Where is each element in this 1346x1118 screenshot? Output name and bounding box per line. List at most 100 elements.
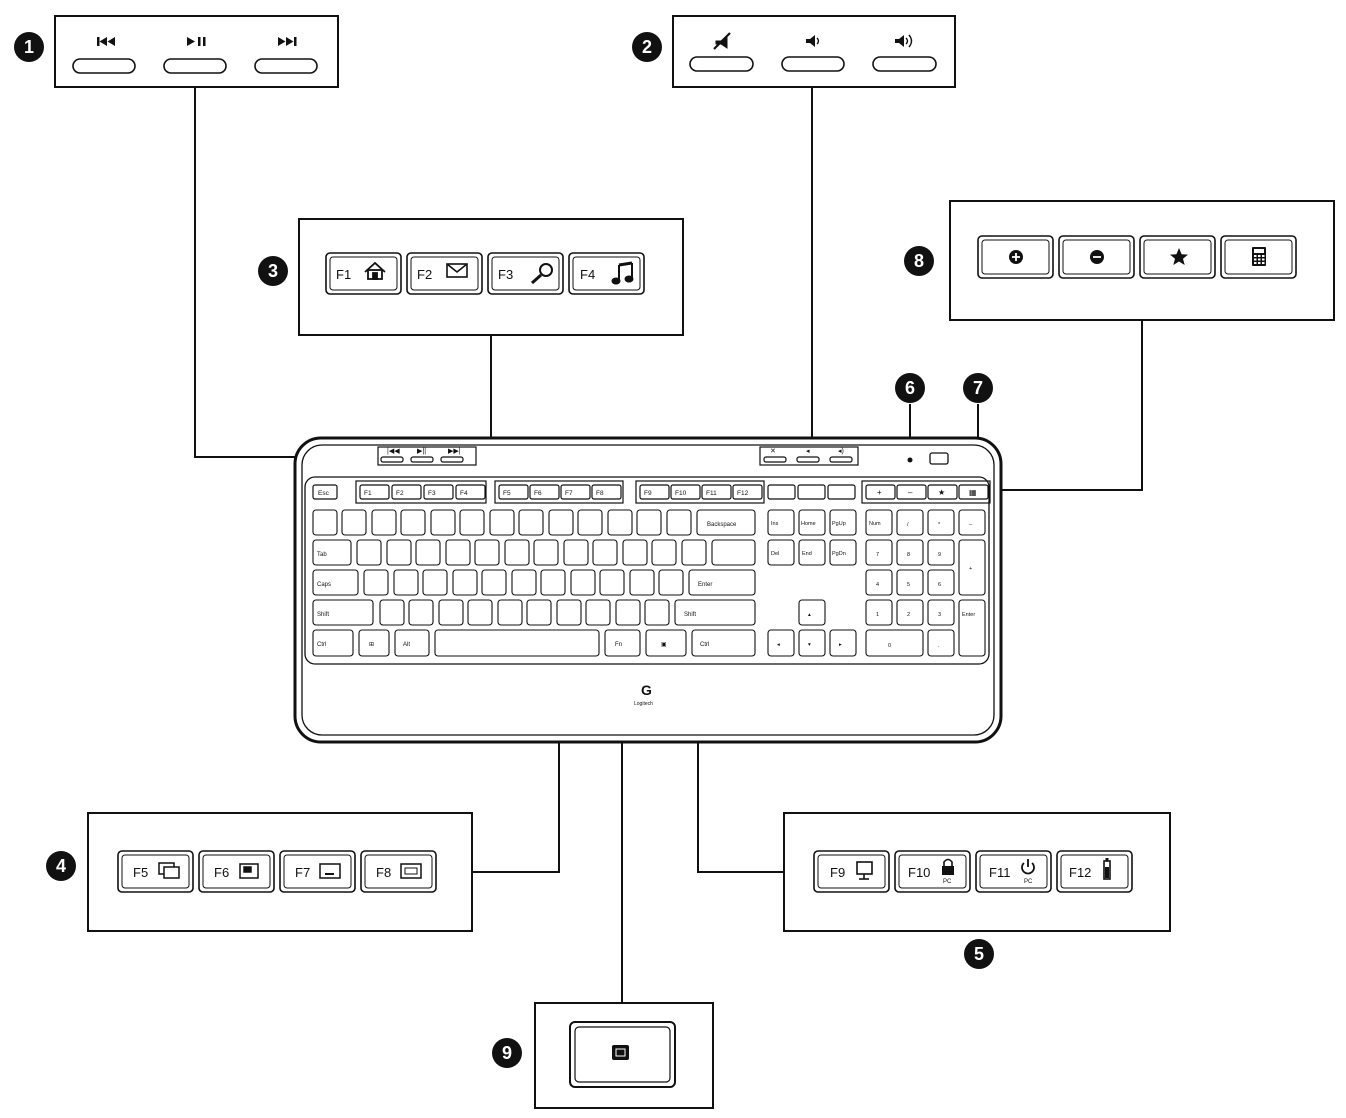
svg-text:–: – <box>969 522 973 528</box>
svg-text:F10: F10 <box>908 865 930 880</box>
connector-8 <box>995 320 1143 491</box>
f10-key[interactable] <box>894 850 971 893</box>
svg-text:7: 7 <box>973 378 983 398</box>
svg-text:F7: F7 <box>295 865 310 880</box>
f6-key[interactable] <box>198 850 275 893</box>
svg-text:F11: F11 <box>706 490 717 497</box>
svg-text:9: 9 <box>938 552 941 558</box>
svg-text:G: G <box>641 682 652 698</box>
svg-text:Ctrl: Ctrl <box>700 642 709 648</box>
svg-text:▦: ▦ <box>969 488 977 497</box>
svg-text:F2: F2 <box>417 267 432 282</box>
calculator-icon <box>1252 247 1266 266</box>
svg-text:▶||: ▶|| <box>417 448 426 455</box>
main-keys <box>312 509 756 657</box>
star-icon <box>1170 248 1188 265</box>
display-icon <box>856 861 873 880</box>
svg-text:F3: F3 <box>428 490 436 497</box>
svg-text:F5: F5 <box>503 490 511 497</box>
svg-text:F5: F5 <box>133 865 148 880</box>
svg-text:▸: ▸ <box>839 642 842 648</box>
svg-text:|◀◀: |◀◀ <box>387 448 400 455</box>
svg-text:2: 2 <box>642 37 652 57</box>
svg-text:Home: Home <box>801 521 816 527</box>
previous-track-key[interactable] <box>72 58 136 74</box>
svg-text:Ins: Ins <box>771 521 779 527</box>
f11-key[interactable] <box>975 850 1052 893</box>
svg-text:9: 9 <box>502 1043 512 1063</box>
svg-text:F12: F12 <box>737 490 749 497</box>
svg-text:Ctrl: Ctrl <box>317 642 326 648</box>
svg-text:F8: F8 <box>376 865 391 880</box>
volume-up-key[interactable] <box>872 56 937 72</box>
volume-down-key[interactable] <box>781 56 845 72</box>
svg-text:✕: ✕ <box>770 448 776 455</box>
f5-key[interactable] <box>117 850 194 893</box>
volume-up-icon <box>895 34 913 48</box>
svg-text:–: – <box>908 488 913 497</box>
next-track-key[interactable] <box>254 58 318 74</box>
svg-text:6: 6 <box>905 378 915 398</box>
keyboard-media-keys <box>377 446 859 466</box>
svg-text:F1: F1 <box>336 267 351 282</box>
svg-text:▾: ▾ <box>808 642 811 648</box>
fn-key-icon <box>612 1045 629 1060</box>
svg-text:▣: ▣ <box>661 642 667 648</box>
zoom-in-icon <box>1009 250 1023 264</box>
previous-track-icon <box>97 37 115 46</box>
svg-text:Shift: Shift <box>684 612 696 618</box>
navigation-keys <box>767 509 857 657</box>
callout-markers: 1 2 3 4 5 6 7 8 <box>14 32 994 1068</box>
minimize-icon <box>319 863 341 879</box>
callout-box-1 <box>54 15 339 88</box>
f12-key[interactable] <box>1056 850 1133 893</box>
svg-text:F8: F8 <box>596 490 604 497</box>
svg-text:F9: F9 <box>830 865 845 880</box>
svg-text:F9: F9 <box>644 490 652 497</box>
svg-text:Logitech: Logitech <box>634 701 653 707</box>
search-icon <box>531 263 553 285</box>
svg-text:6: 6 <box>938 582 941 588</box>
svg-text:F6: F6 <box>534 490 542 497</box>
callout-marker-4: 4 <box>46 851 76 881</box>
svg-text:F3: F3 <box>498 267 513 282</box>
play-pause-key[interactable] <box>163 58 227 74</box>
svg-text:.: . <box>938 643 940 649</box>
mute-key[interactable] <box>689 56 754 72</box>
svg-text:Backspace: Backspace <box>707 522 737 528</box>
svg-text:F2: F2 <box>396 490 404 497</box>
f9-key[interactable] <box>813 850 890 893</box>
f1-key[interactable] <box>325 252 402 295</box>
callout-marker-9: 9 <box>492 1038 522 1068</box>
zoom-out-icon <box>1090 250 1104 264</box>
callout-marker-3: 3 <box>258 256 288 286</box>
svg-text:PC: PC <box>943 879 952 885</box>
svg-text:PC: PC <box>1024 879 1033 885</box>
home-icon <box>364 261 386 280</box>
svg-text:/: / <box>907 522 909 528</box>
svg-text:F4: F4 <box>460 490 468 497</box>
svg-text:*: * <box>938 522 941 528</box>
svg-text:Enter: Enter <box>962 612 975 618</box>
svg-text:▴: ▴ <box>808 612 811 618</box>
numeric-keypad <box>865 509 986 657</box>
svg-text:4: 4 <box>876 582 879 588</box>
svg-text:1: 1 <box>876 612 879 618</box>
mute-icon <box>713 32 731 50</box>
power-icon: PC <box>1021 859 1035 885</box>
svg-text:F4: F4 <box>580 267 595 282</box>
music-icon <box>611 261 634 285</box>
svg-text:◂: ◂ <box>806 448 810 455</box>
svg-text:Shift: Shift <box>317 612 329 618</box>
svg-text:8: 8 <box>907 552 910 558</box>
f7-key[interactable] <box>279 850 356 893</box>
callout-box-2 <box>672 15 956 88</box>
svg-text:◂: ◂ <box>777 642 780 648</box>
f8-key[interactable] <box>360 850 437 893</box>
battery-icon <box>1103 858 1111 880</box>
callout-box-9 <box>534 1002 714 1109</box>
svg-text:PgUp: PgUp <box>832 521 846 527</box>
callout-marker-7: 7 <box>963 373 993 403</box>
volume-down-icon <box>806 35 820 47</box>
svg-text:F6: F6 <box>214 865 229 880</box>
